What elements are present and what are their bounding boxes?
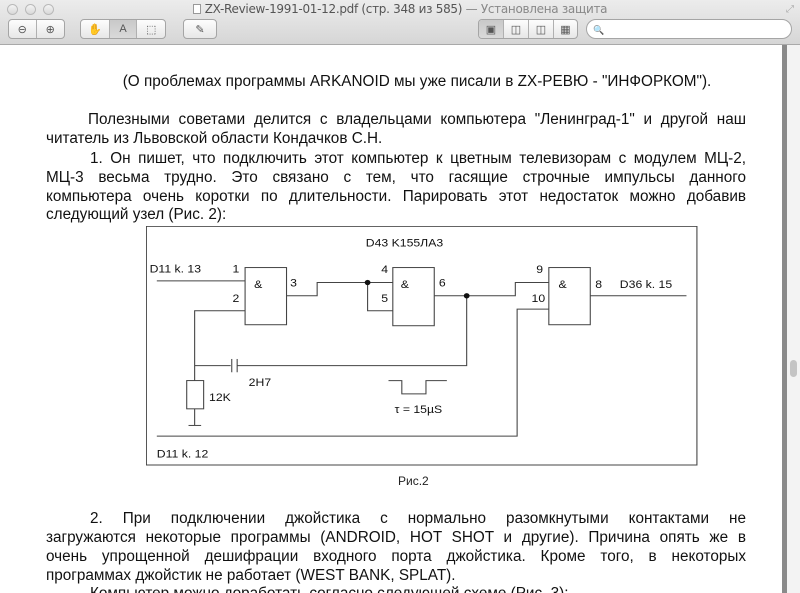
gate-symbol: &: [559, 279, 567, 291]
resistor-label: 12K: [209, 392, 231, 404]
title-status: — Установлена защита: [465, 2, 608, 16]
nand-gate-2: [392, 267, 435, 327]
page-edge: [782, 45, 787, 593]
junction-dot: [463, 293, 470, 299]
zoom-in-button[interactable]: ⊕: [45, 23, 55, 36]
figure-frame: [146, 226, 698, 466]
close-button[interactable]: [7, 4, 18, 15]
view-toc-button[interactable]: ◫: [529, 20, 554, 38]
wire: [156, 308, 549, 437]
wire: [367, 282, 393, 312]
nand-gate-3: [548, 267, 591, 326]
junction-dot: [364, 279, 371, 286]
view-thumbnails-button[interactable]: ◫: [504, 20, 529, 38]
capacitor-label: 2H7: [249, 377, 271, 389]
tool-group: ✋ A ⬚: [80, 19, 166, 39]
search-input[interactable]: 🔍: [586, 19, 792, 39]
document-icon: [192, 4, 201, 14]
paragraph-line: компьютера очень коротки по длительности…: [46, 188, 746, 205]
window-controls: [7, 4, 54, 15]
wire: [237, 295, 468, 367]
wire: [434, 282, 549, 297]
vertical-scrollbar[interactable]: [787, 45, 800, 593]
text-select-button[interactable]: A: [109, 20, 138, 38]
paragraph-line: МЦ-3 весьма трудно. Это связано с тем, ч…: [46, 169, 746, 186]
pin-label: 4: [381, 264, 388, 276]
circuit-diagram: D43 K155ЛА3 D11 k. 13 D11 k. 12 D36 k. 1…: [146, 226, 698, 466]
pulse-waveform: [388, 380, 447, 395]
input-label-1: D11 k. 13: [150, 263, 202, 275]
output-label: D36 k. 15: [620, 279, 673, 291]
paragraph-line: Компьютер можно доработать согласно след…: [90, 584, 748, 593]
minimize-button[interactable]: [25, 4, 36, 15]
view-content-button[interactable]: ▣: [479, 20, 504, 38]
rect-select-button[interactable]: ⬚: [145, 23, 157, 36]
paragraph-line: 2. При подключении джойстика с нормально…: [90, 510, 746, 527]
resistor: [186, 380, 205, 410]
scrollbar-thumb[interactable]: [790, 360, 797, 377]
pin-label: 5: [381, 292, 388, 304]
title-text: ZX-Review-1991-01-12.pdf (стр. 348 из 58…: [204, 2, 463, 16]
gate-symbol: &: [254, 279, 262, 291]
fullscreen-icon[interactable]: ⤢: [786, 4, 794, 15]
annotate-group: ✎: [183, 19, 217, 39]
wire: [286, 282, 393, 297]
paragraph-line: (О проблемах программы ARKANOID мы уже п…: [122, 73, 712, 90]
search-icon: 🔍: [593, 25, 605, 35]
paragraph-line: Полезными советами делится с владельцами…: [88, 111, 746, 128]
nand-gate-1: [244, 267, 288, 326]
zoom-group: ⊖ ⊕: [8, 19, 65, 39]
zoom-out-button[interactable]: ⊖: [9, 20, 37, 38]
annotate-button[interactable]: ✎: [195, 23, 205, 36]
paragraph-line: следующий узел (Рис. 2):: [46, 206, 227, 223]
paragraph-line: 1. Он пишет, что подключить этот компьют…: [90, 150, 746, 167]
view-contact-sheet-button[interactable]: ▦: [560, 23, 571, 36]
zoom-button[interactable]: [43, 4, 54, 15]
gate-symbol: &: [401, 279, 409, 291]
wire: [194, 310, 246, 381]
pdf-page: (О проблемах программы ARKANOID мы уже п…: [0, 45, 782, 593]
pin-label: 6: [439, 277, 446, 289]
pin-label: 2: [232, 292, 239, 304]
paragraph-line: загружаются некоторые программы (ANDROID…: [46, 529, 746, 546]
pulse-label: τ = 15µS: [395, 403, 443, 415]
figure-caption: Рис.2: [398, 474, 429, 488]
pin-label: 9: [536, 264, 543, 276]
pin-label: 1: [232, 263, 239, 275]
window-title: ZX-Review-1991-01-12.pdf (стр. 348 из 58…: [0, 2, 800, 16]
paragraph-line: очень упрощенной дешифрации входного пор…: [46, 548, 746, 565]
paragraph-line: программах джойстик не работает (WEST BA…: [46, 567, 456, 584]
pin-label: 8: [595, 279, 602, 291]
hand-tool-button[interactable]: ✋: [81, 20, 110, 38]
pin-label: 10: [532, 292, 546, 304]
chip-label: D43 K155ЛА3: [366, 237, 444, 249]
view-group: ▣ ◫ ◫ ▦: [478, 19, 578, 39]
input-label-2: D11 k. 12: [157, 448, 208, 460]
toolbar: ZX-Review-1991-01-12.pdf (стр. 348 из 58…: [0, 0, 800, 45]
pin-label: 3: [290, 277, 297, 289]
paragraph-line: читатель из Львовской области Кондачков …: [46, 130, 383, 147]
